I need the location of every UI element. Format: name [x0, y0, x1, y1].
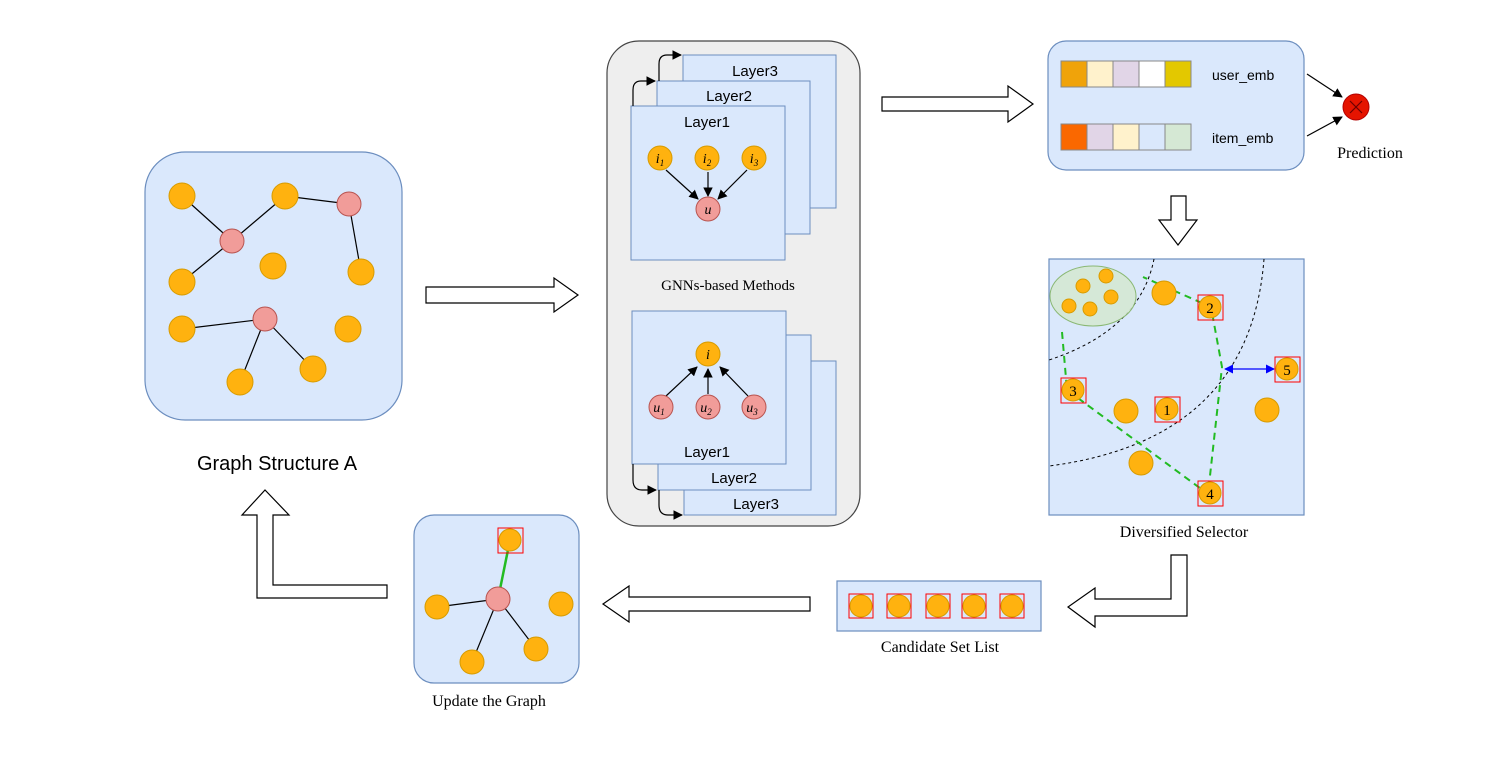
item-emb-cell	[1164, 123, 1192, 151]
selector-node-label-3: 3	[1069, 384, 1077, 400]
selector-item-node	[1128, 450, 1154, 476]
outer-distance-arc	[1049, 259, 1265, 467]
bottom-item-node-label: i	[706, 348, 710, 363]
flow-arrow-embeddings-to-selector	[1157, 195, 1199, 246]
update-graph-caption: Update the Graph	[432, 693, 546, 710]
item-emb-cell	[1086, 123, 1114, 151]
top-layer2-label: Layer2	[706, 88, 752, 105]
update-new-item-node	[497, 527, 524, 554]
top-user-node-label: u	[705, 203, 712, 218]
selector-selected-4	[1197, 480, 1224, 507]
candidate-list-caption: Candidate Set List	[881, 639, 1000, 656]
selector-item-node	[1254, 397, 1280, 423]
top-item-node-label-3: i3	[750, 152, 759, 168]
candidate-item	[848, 593, 874, 619]
update-user-node	[485, 586, 511, 612]
item-emb-label: item_emb	[1212, 130, 1274, 146]
selector-selected-3	[1060, 377, 1087, 404]
item-emb-cell	[1060, 123, 1088, 151]
bottom-layer1-label: Layer1	[684, 444, 730, 461]
flow-arrow-gnn-to-embeddings	[881, 84, 1035, 124]
item-embedding-bar	[1060, 123, 1192, 151]
bottom-layer-stack	[631, 310, 837, 520]
bottom-user-nodes	[648, 394, 767, 420]
top-item-node-label-1: i1	[656, 152, 664, 168]
candidate-items	[848, 593, 1025, 619]
candidate-item	[999, 593, 1025, 619]
candidate-item	[925, 593, 951, 619]
graph-structure-title: Graph Structure A	[197, 453, 358, 475]
bottom-user-node-label-1: u1	[653, 401, 665, 417]
gnn-caption: GNNs-based Methods	[661, 278, 795, 294]
user-emb-cell	[1164, 60, 1192, 88]
selector-selected-1	[1154, 396, 1181, 423]
bottom-layer3-label: Layer3	[733, 496, 779, 513]
item-emb-cell	[1138, 123, 1166, 151]
flow-arrow-graph-to-gnn	[425, 276, 580, 314]
top-user-node	[695, 196, 721, 222]
embedding-panel	[1047, 40, 1305, 171]
selector-node-label-1: 1	[1163, 403, 1171, 419]
selector-item-node	[1113, 398, 1139, 424]
selector-node-label-2: 2	[1206, 301, 1214, 317]
user-emb-cell	[1138, 60, 1166, 88]
update-item-nodes	[424, 591, 574, 675]
user-emb-cell	[1112, 60, 1140, 88]
bottom-aggregation-edges	[665, 366, 749, 397]
inner-distance-arc	[1049, 259, 1155, 361]
user-emb-label: user_emb	[1212, 67, 1274, 83]
candidate-item	[961, 593, 987, 619]
selector-selected-5	[1274, 356, 1301, 383]
graph-user-nodes	[219, 191, 362, 332]
flow-arrow-selector-to-candidates	[1066, 554, 1188, 629]
item-emb-cell	[1112, 123, 1140, 151]
user-emb-cell	[1086, 60, 1114, 88]
top-aggregation-edges	[665, 169, 748, 200]
prediction-label: Prediction	[1337, 145, 1403, 162]
candidate-item	[886, 593, 912, 619]
top-item-nodes	[647, 145, 767, 171]
item-to-prediction-arrow	[1306, 116, 1343, 137]
selector-node-label-5: 5	[1283, 363, 1291, 379]
bottom-layer2-label: Layer2	[711, 470, 757, 487]
selector-item-node	[1151, 280, 1177, 306]
top-item-node-label-2: i2	[703, 152, 712, 168]
user-cluster	[1049, 265, 1137, 327]
user-embedding-bar	[1060, 60, 1192, 88]
prediction-node	[1342, 93, 1370, 121]
selector-node-label-4: 4	[1206, 487, 1214, 503]
selector-selected-2	[1197, 294, 1224, 321]
flow-arrow-candidates-to-update	[601, 584, 811, 624]
graph-structure-panel	[144, 151, 403, 421]
user-emb-cell	[1060, 60, 1088, 88]
selector-caption: Diversified Selector	[1120, 524, 1249, 541]
flow-arrow-update-to-graph	[240, 489, 388, 599]
bottom-item-node	[695, 341, 721, 367]
user-to-prediction-arrow	[1306, 73, 1343, 98]
top-layer3-label: Layer3	[732, 63, 778, 80]
top-layer1-label: Layer1	[684, 114, 730, 131]
selector-panel	[1048, 258, 1305, 516]
graph-item-nodes	[168, 182, 375, 396]
